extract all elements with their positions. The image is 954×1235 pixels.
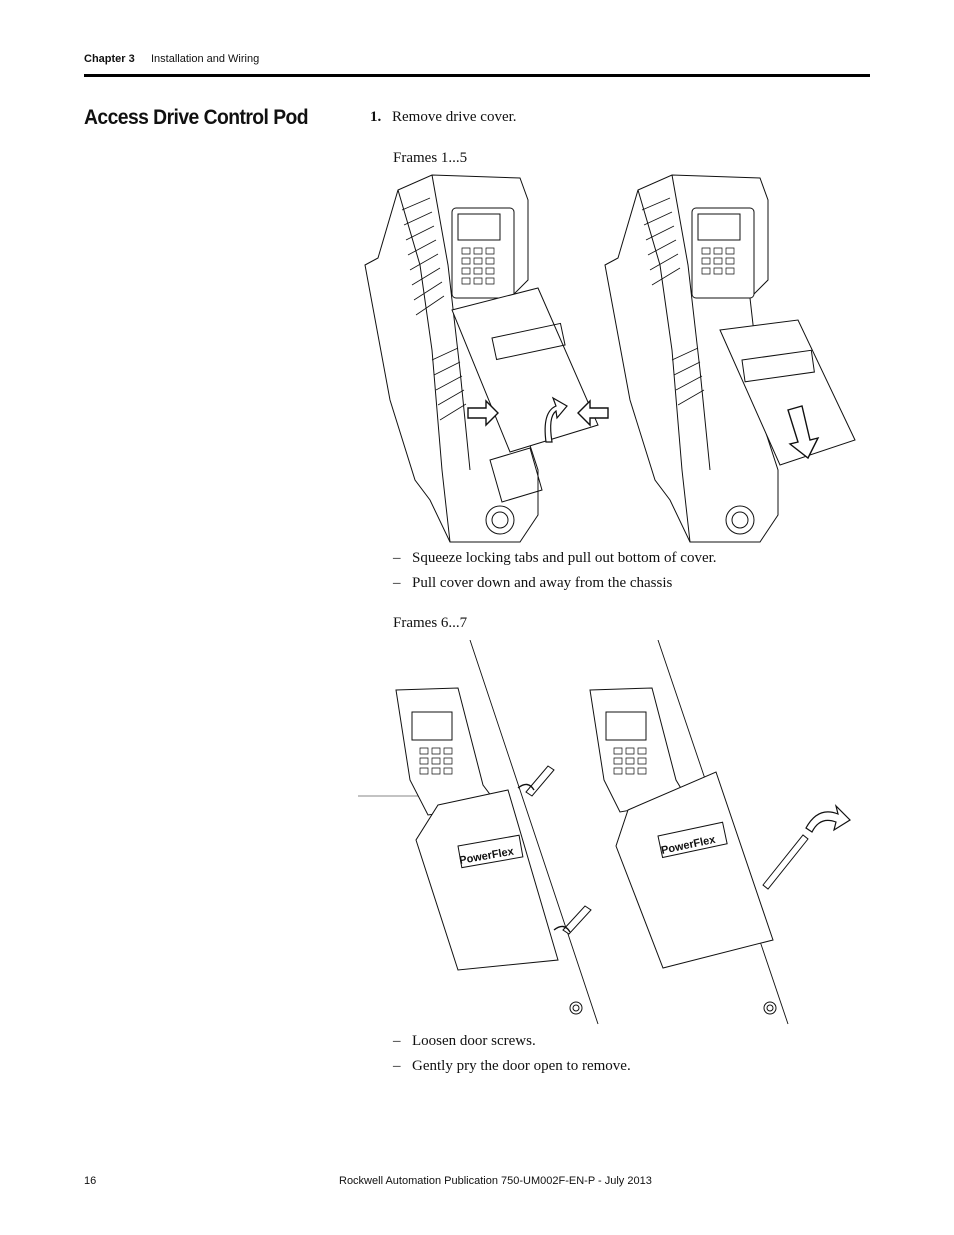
publication-info: Rockwell Automation Publication 750-UM00… (339, 1175, 652, 1187)
frames-1-5-figure (360, 170, 870, 550)
bullet-pry: –Gently pry the door open to remove. (393, 1058, 631, 1074)
bullet-squeeze: –Squeeze locking tabs and pull out botto… (393, 550, 717, 566)
bullet-pull-cover: –Pull cover down and away from the chass… (393, 575, 673, 591)
bullet-text: Gently pry the door open to remove. (412, 1058, 631, 1074)
step-number: 1. (370, 109, 382, 125)
chapter-title: Installation and Wiring (151, 53, 260, 65)
frames-1-5-label: Frames 1...5 (393, 150, 468, 166)
page-number: 16 (84, 1175, 97, 1187)
step-1: 1. Remove drive cover. (370, 109, 517, 126)
header-rule (84, 74, 870, 77)
frames-6-7-figure: PowerFlex PowerFlex (358, 640, 868, 1030)
drive-right (605, 175, 855, 542)
section-title: Access Drive Control Pod (84, 106, 309, 129)
step-text: Remove drive cover. (392, 109, 517, 125)
frames-6-7-label: Frames 6...7 (393, 615, 468, 631)
bullet-text: Loosen door screws. (412, 1033, 536, 1049)
drive-left (365, 175, 608, 542)
bullet-text: Pull cover down and away from the chassi… (412, 575, 673, 591)
door-left: PowerFlex (396, 688, 591, 1014)
door-right: PowerFlex (590, 688, 850, 1014)
chapter-label: Chapter 3 (84, 53, 135, 65)
bullet-loosen: –Loosen door screws. (393, 1033, 536, 1049)
page-header: Chapter 3 Installation and Wiring (84, 53, 259, 65)
bullet-text: Squeeze locking tabs and pull out bottom… (412, 550, 717, 566)
